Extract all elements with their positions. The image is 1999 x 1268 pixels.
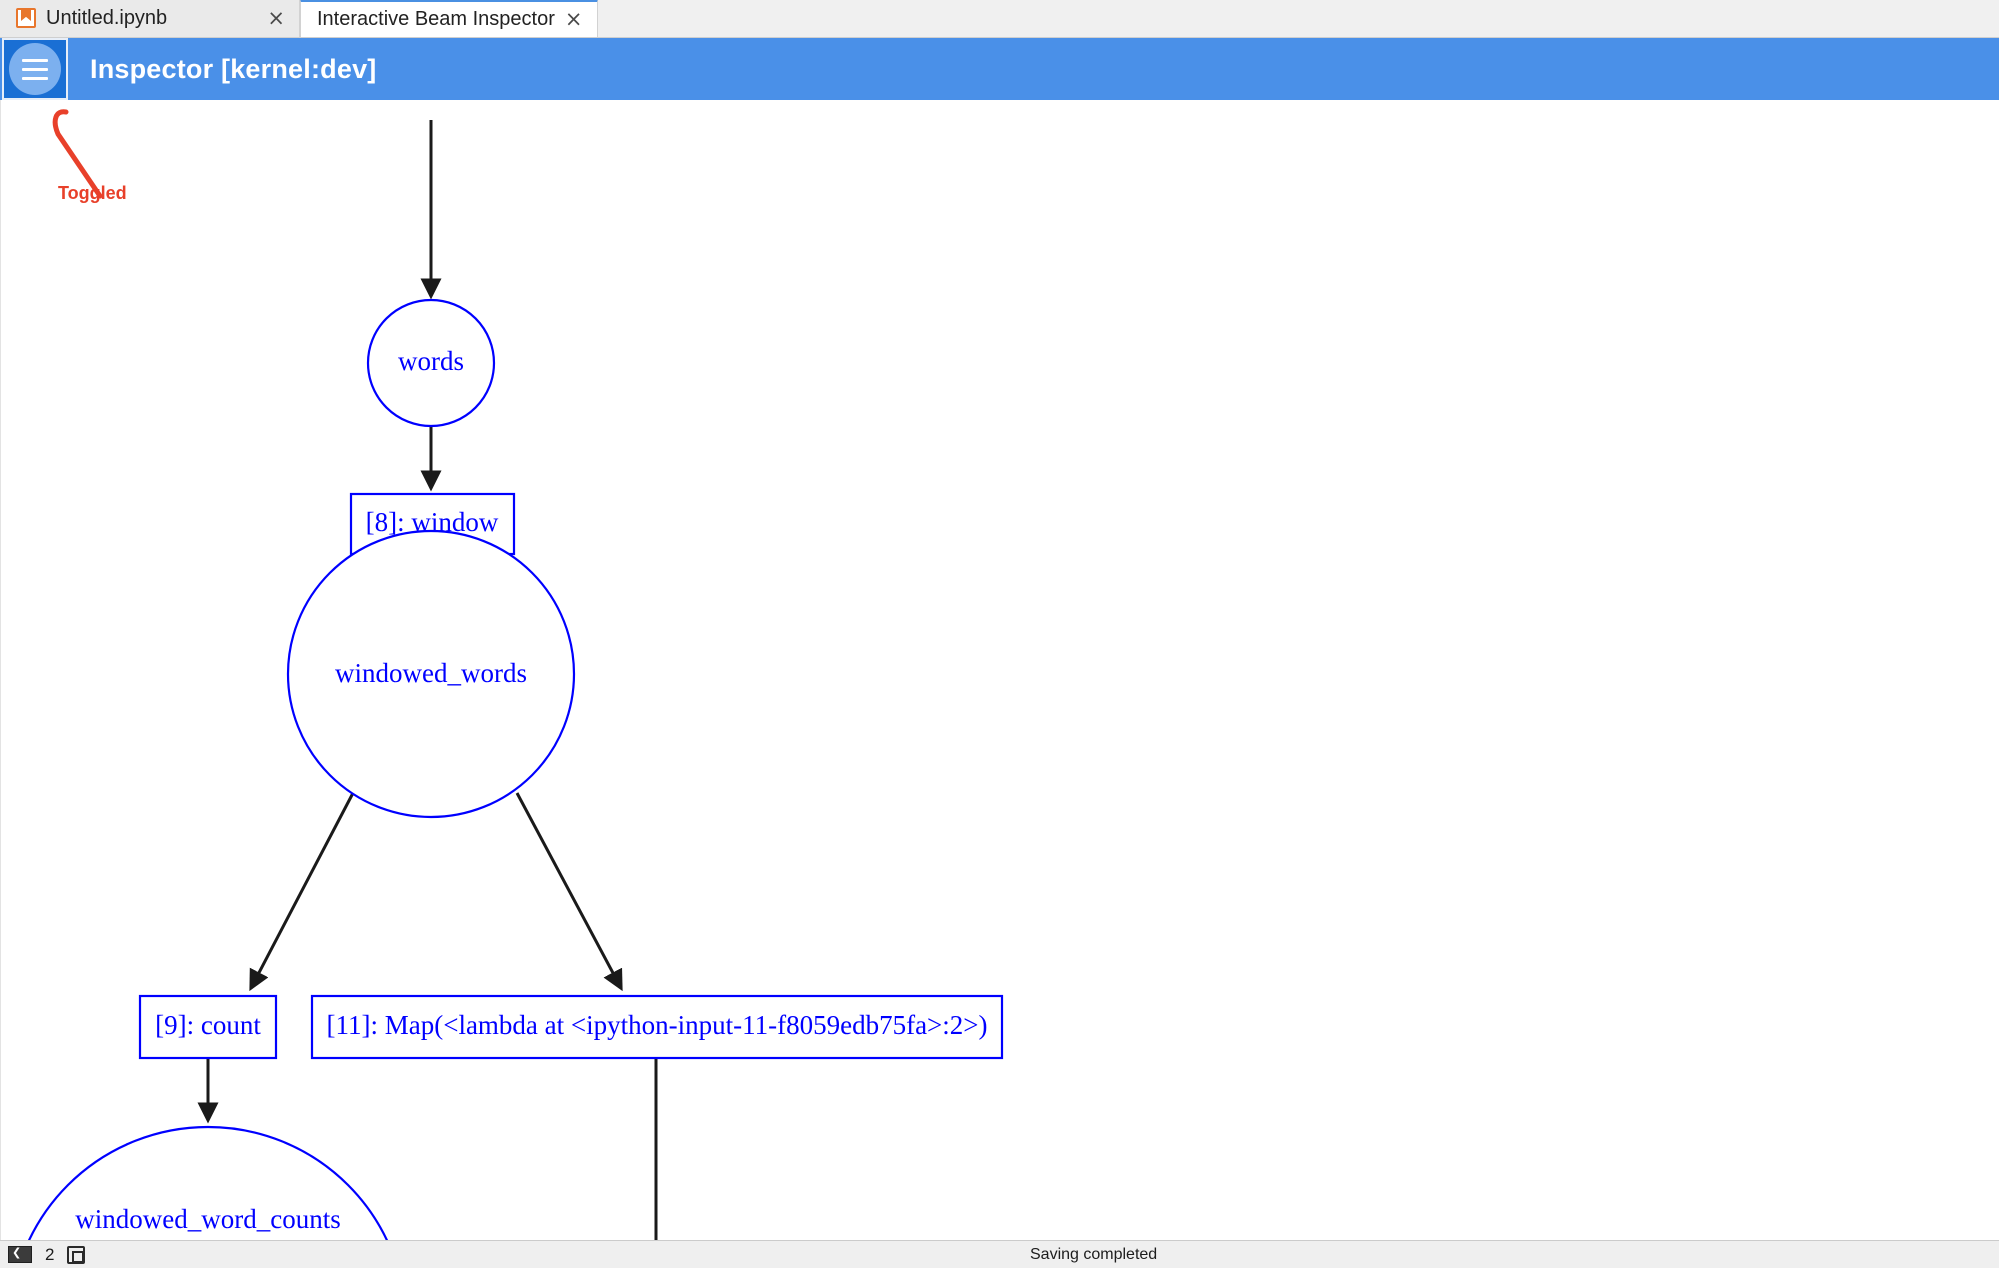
terminal-icon[interactable] xyxy=(8,1246,32,1263)
pipeline-graph: words [8]: window windowed_words [9]: co… xyxy=(10,120,1004,1240)
pipeline-graph-viewport[interactable]: words [8]: window windowed_words [9]: co… xyxy=(0,100,1999,1240)
tab-interactive-beam-inspector[interactable]: Interactive Beam Inspector × xyxy=(300,0,598,37)
close-icon[interactable]: × xyxy=(267,5,285,30)
edge-windowed-words-to-count xyxy=(249,792,355,992)
graph-node-count[interactable]: [9]: count xyxy=(138,994,278,1060)
status-bar-left: 2 xyxy=(0,1244,86,1265)
graph-node-map-lambda[interactable]: [11]: Map(<lambda at <ipython-input-11-f… xyxy=(310,994,1004,1060)
chip-icon[interactable] xyxy=(67,1245,86,1264)
graph-node-windowed-words[interactable]: windowed_words xyxy=(286,529,576,819)
node-label: windowed_word_counts xyxy=(75,1204,340,1234)
status-bar: 2 Saving completed xyxy=(0,1240,1999,1268)
node-label: [9]: count xyxy=(155,1010,261,1040)
tab-bar: Untitled.ipynb × Interactive Beam Inspec… xyxy=(0,0,1999,38)
status-message: Saving completed xyxy=(1030,1245,1158,1263)
graph-node-windowed-word-counts[interactable]: windowed_word_counts xyxy=(10,1125,406,1240)
hamburger-menu-button[interactable] xyxy=(2,38,68,100)
graph-edges xyxy=(197,120,658,1240)
page-title: Inspector [kernel:dev] xyxy=(90,53,377,84)
tab-untitled-ipynb[interactable]: Untitled.ipynb × xyxy=(0,0,300,37)
notebook-icon xyxy=(16,8,36,28)
tab-label: Untitled.ipynb xyxy=(46,6,168,29)
node-label: words xyxy=(398,346,464,376)
close-icon[interactable]: × xyxy=(564,7,583,31)
node-label: [11]: Map(<lambda at <ipython-input-11-f… xyxy=(327,1010,988,1040)
hamburger-icon xyxy=(9,43,61,95)
kernel-count: 2 xyxy=(45,1244,55,1264)
tab-label: Interactive Beam Inspector xyxy=(317,8,555,30)
inspector-header: Inspector [kernel:dev] xyxy=(0,38,1999,100)
graph-node-words[interactable]: words xyxy=(366,298,496,428)
node-label: windowed_words xyxy=(335,658,527,688)
edge-windowed-words-to-map xyxy=(515,792,623,992)
